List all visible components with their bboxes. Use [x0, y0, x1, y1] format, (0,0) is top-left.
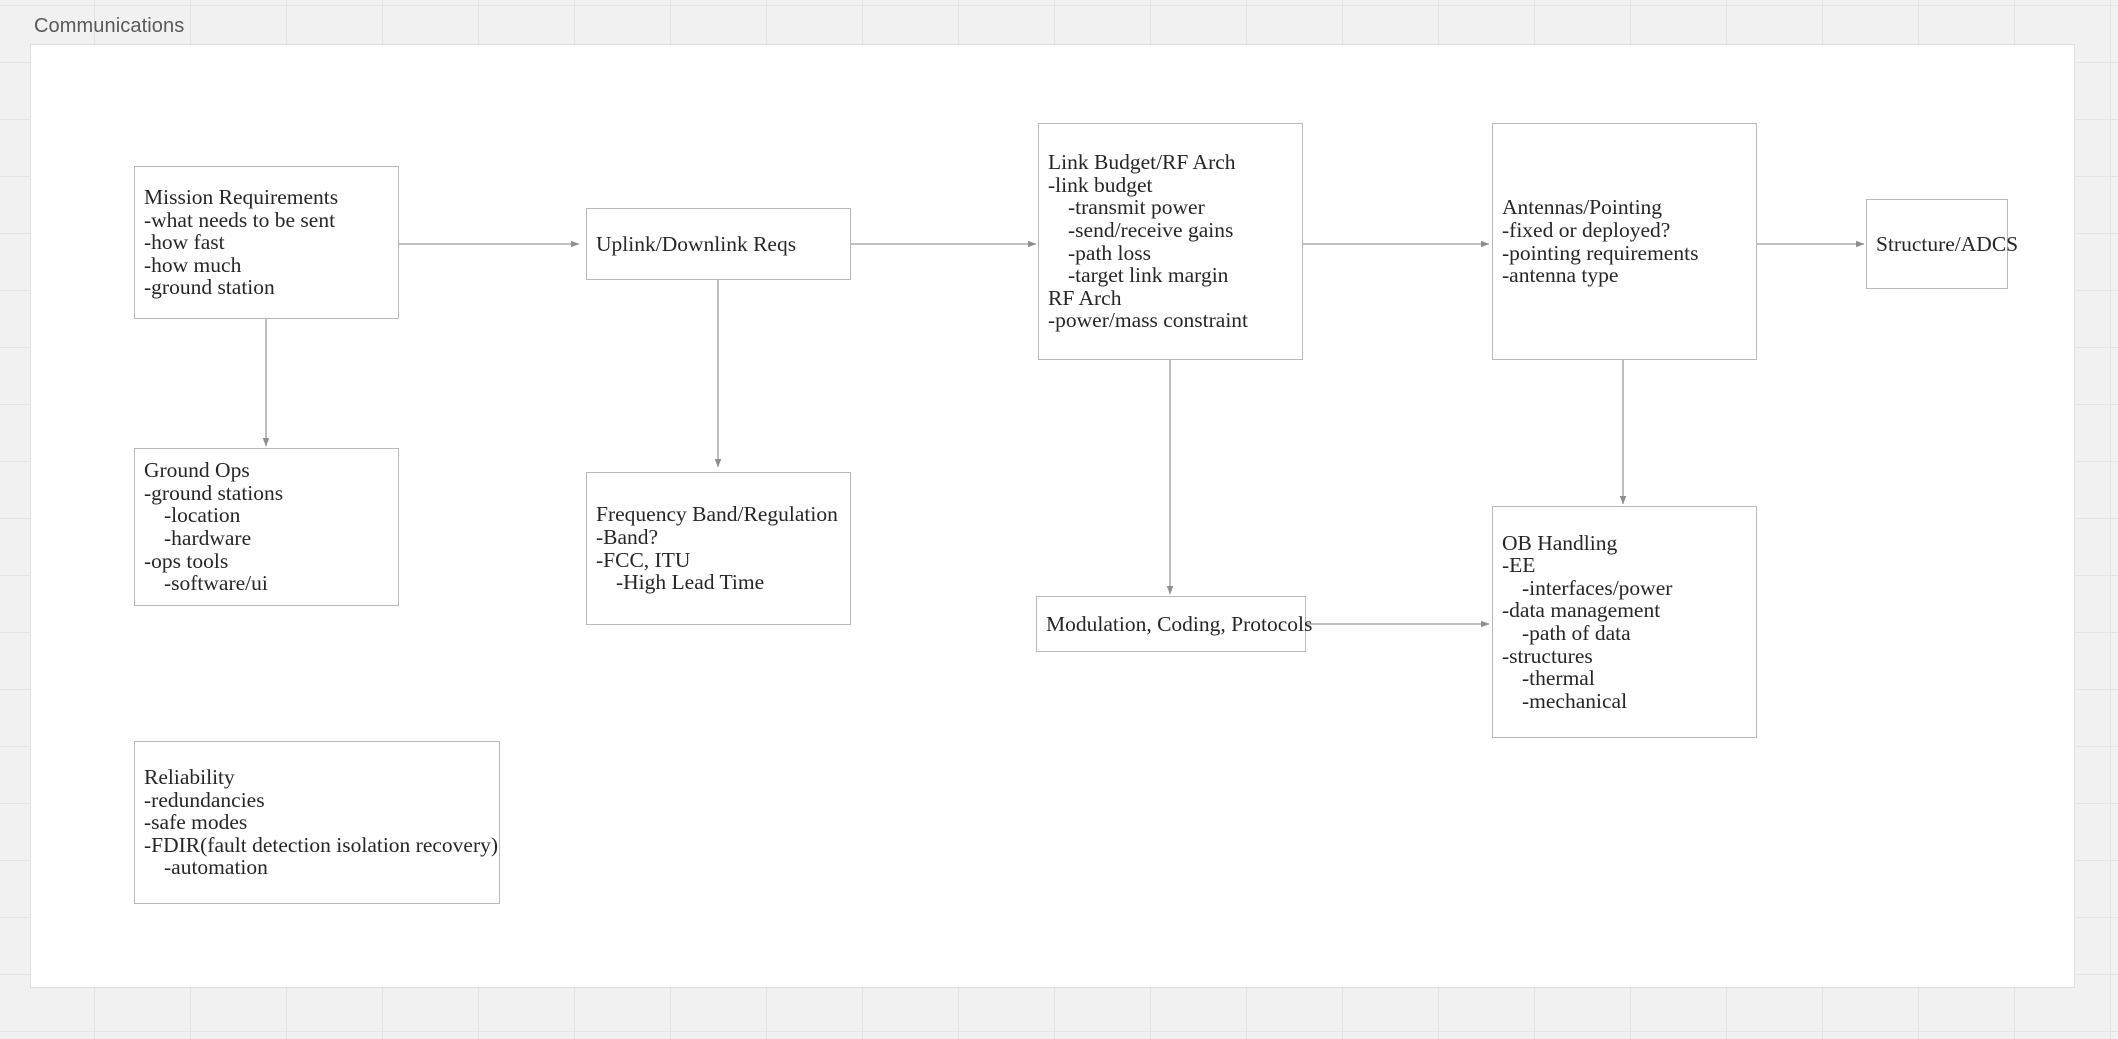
node-line: -ground stations: [144, 480, 284, 505]
node-line: -mechanical: [1522, 688, 1628, 713]
node-link-budget-rf-arch[interactable]: Link Budget/RF Arch -link budget -transm…: [1038, 123, 1303, 360]
node-line: -EE: [1502, 553, 1536, 578]
node-mission-requirements[interactable]: Mission Requirements -what needs to be s…: [134, 166, 399, 319]
node-line: Reliability: [144, 765, 235, 790]
node-frequency-band-regulation[interactable]: Frequency Band/Regulation -Band? -FCC, I…: [586, 472, 851, 625]
node-line: -FCC, ITU: [596, 547, 691, 572]
node-uplink-downlink-reqs[interactable]: Uplink/Downlink Reqs: [586, 208, 851, 280]
node-line: -software/ui: [164, 571, 268, 596]
node-line: -path loss: [1068, 240, 1152, 265]
node-line: -transmit power: [1068, 195, 1205, 220]
node-line: Structure/ADCS: [1876, 231, 2019, 256]
node-line: -how much: [144, 252, 242, 277]
node-line: -target link margin: [1068, 263, 1229, 288]
node-reliability[interactable]: Reliability -redundancies -safe modes -F…: [134, 741, 500, 904]
node-line: Link Budget/RF Arch: [1048, 150, 1236, 175]
node-line: -structures: [1502, 643, 1593, 668]
node-line: RF Arch: [1048, 285, 1122, 310]
node-line: -send/receive gains: [1068, 217, 1234, 242]
node-ob-handling[interactable]: OB Handling -EE -interfaces/power -data …: [1492, 506, 1757, 738]
node-line: -how fast: [144, 230, 225, 255]
node-line: -FDIR(fault detection isolation recovery…: [144, 832, 499, 857]
node-line: -ground station: [144, 275, 275, 300]
node-line: Modulation, Coding, Protocols: [1046, 611, 1313, 636]
node-line: -link budget: [1048, 172, 1153, 197]
canvas-title: Communications: [34, 15, 185, 37]
node-line: -automation: [164, 855, 268, 880]
node-modulation-coding-protocols[interactable]: Modulation, Coding, Protocols: [1036, 596, 1313, 652]
node-ground-ops[interactable]: Ground Ops -ground stations -location -h…: [134, 448, 399, 606]
node-line: -thermal: [1522, 666, 1595, 691]
node-line: -interfaces/power: [1522, 575, 1673, 600]
node-line: -pointing requirements: [1502, 240, 1699, 265]
node-line: -power/mass constraint: [1048, 308, 1249, 333]
node-line: -antenna type: [1502, 263, 1619, 288]
node-line: OB Handling: [1502, 530, 1618, 555]
node-line: Mission Requirements: [144, 185, 339, 210]
node-line: -what needs to be sent: [144, 207, 336, 232]
node-line: -data management: [1502, 598, 1661, 623]
node-line: -Band?: [596, 524, 659, 549]
node-line: Antennas/Pointing: [1502, 195, 1663, 220]
node-line: -redundancies: [144, 787, 265, 812]
node-line: -safe modes: [144, 810, 248, 835]
node-line: Frequency Band/Regulation: [596, 502, 838, 527]
node-line: -path of data: [1522, 621, 1631, 645]
node-line: -High Lead Time: [616, 570, 765, 595]
node-line: -hardware: [164, 526, 252, 550]
node-structure-adcs[interactable]: Structure/ADCS: [1866, 199, 2019, 289]
node-line: -fixed or deployed?: [1502, 217, 1671, 242]
node-line: Uplink/Downlink Reqs: [596, 231, 797, 256]
node-antennas-pointing[interactable]: Antennas/Pointing -fixed or deployed? -p…: [1492, 123, 1757, 360]
node-line: Ground Ops: [144, 458, 250, 483]
node-line: -ops tools: [144, 548, 229, 573]
node-line: -location: [164, 503, 241, 528]
